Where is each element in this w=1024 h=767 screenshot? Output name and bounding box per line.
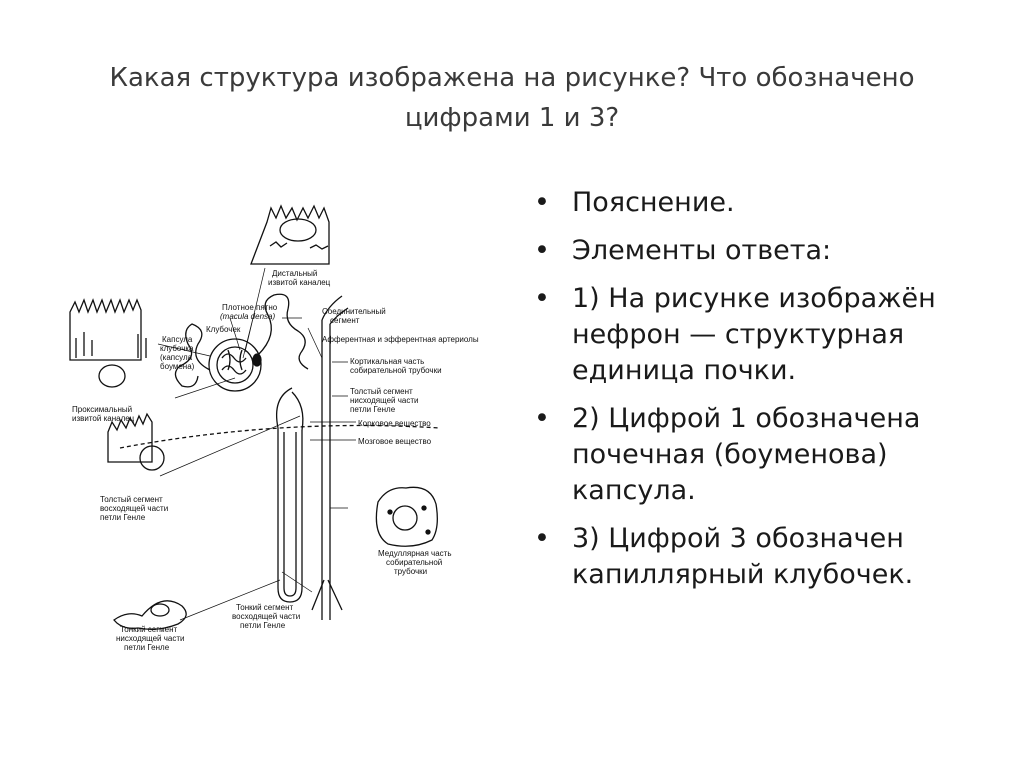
answer-bullet-list: • Пояснение. • Элементы ответа: • 1) На … bbox=[528, 185, 998, 605]
label-thin-desc-2: нисходящей части bbox=[116, 634, 184, 643]
bullet-marker: • bbox=[534, 235, 550, 266]
label-thick-asc-2: восходящей части bbox=[100, 504, 168, 513]
label-medulla: Мозговое вещество bbox=[358, 437, 432, 446]
label-proximal-2: извитой каналец bbox=[72, 414, 135, 423]
label-thick-asc-1: Толстый сегмент bbox=[100, 495, 163, 504]
bullet-text: 3) Цифрой 3 обозначен капиллярный клубоч… bbox=[572, 523, 914, 590]
label-thick-desc-2: нисходящей части bbox=[350, 396, 418, 405]
label-thin-asc-1: Тонкий сегмент bbox=[236, 603, 294, 612]
label-capsule-3: (капсула bbox=[160, 353, 193, 362]
bullet-text: Элементы ответа: bbox=[572, 235, 832, 266]
label-cortical-duct-2: собирательной трубочки bbox=[350, 366, 442, 375]
nephron-diagram: Дистальный извитой каналец Плотное пятно… bbox=[69, 204, 479, 652]
label-macula-2: (macula densa) bbox=[220, 312, 275, 321]
label-proximal-1: Проксимальный bbox=[72, 405, 132, 414]
label-thick-desc-3: петли Генле bbox=[350, 405, 396, 414]
bullet-marker: • bbox=[534, 523, 550, 554]
bullet-text: 1) На рисунке изображён нефрон — структу… bbox=[572, 283, 936, 386]
label-medullary-duct-1: Медуллярная часть bbox=[378, 549, 452, 558]
label-thick-asc-3: петли Генле bbox=[100, 513, 146, 522]
label-arterioles: Афферентная и эфферентная артериолы bbox=[322, 335, 479, 344]
label-capsule-2: клубочка bbox=[160, 344, 194, 353]
label-thin-asc-2: восходящей части bbox=[232, 612, 300, 621]
label-thin-desc-3: петли Генле bbox=[124, 643, 170, 652]
bullet-item-3: • 3) Цифрой 3 обозначен капиллярный клуб… bbox=[528, 521, 998, 593]
label-distal-1: Дистальный bbox=[272, 269, 317, 278]
label-cortex: Корковое вещество bbox=[358, 419, 431, 428]
title-line-2: цифрами 1 и 3? bbox=[404, 103, 620, 133]
bullet-item-explanation: • Пояснение. bbox=[528, 185, 998, 221]
label-cortical-duct-1: Кортикальная часть bbox=[350, 357, 424, 366]
bullet-marker: • bbox=[534, 403, 550, 434]
label-connective-1: Соединительный bbox=[322, 307, 386, 316]
label-medullary-duct-3: трубочки bbox=[394, 567, 427, 576]
bullet-text: Пояснение. bbox=[572, 187, 735, 218]
nephron-figure: Дистальный извитой каналец Плотное пятно… bbox=[60, 200, 500, 670]
label-thin-desc-1: Тонкий сегмент bbox=[120, 625, 178, 634]
label-thin-asc-3: петли Генле bbox=[240, 621, 286, 630]
title-line-1: Какая структура изображена на рисунке? Ч… bbox=[109, 63, 915, 93]
label-distal-2: извитой каналец bbox=[268, 278, 331, 287]
bullet-text: 2) Цифрой 1 обозначена почечная (боумено… bbox=[572, 403, 921, 506]
bullet-item-answer-elements: • Элементы ответа: bbox=[528, 233, 998, 269]
label-macula-1: Плотное пятно bbox=[222, 303, 278, 312]
bullet-item-1: • 1) На рисунке изображён нефрон — струк… bbox=[528, 281, 998, 389]
label-thick-desc-1: Толстый сегмент bbox=[350, 387, 413, 396]
label-capsule-1: Капсула bbox=[162, 335, 193, 344]
label-capsule-4: боумена) bbox=[160, 362, 195, 371]
label-connective-2: сегмент bbox=[330, 316, 360, 325]
bullet-item-2: • 2) Цифрой 1 обозначена почечная (боуме… bbox=[528, 401, 998, 509]
label-glomerulus: Клубочек bbox=[206, 325, 241, 334]
bullet-marker: • bbox=[534, 187, 550, 218]
bullet-marker: • bbox=[534, 283, 550, 314]
slide-title: Какая структура изображена на рисунке? Ч… bbox=[60, 58, 964, 138]
label-medullary-duct-2: собирательной bbox=[386, 558, 442, 567]
